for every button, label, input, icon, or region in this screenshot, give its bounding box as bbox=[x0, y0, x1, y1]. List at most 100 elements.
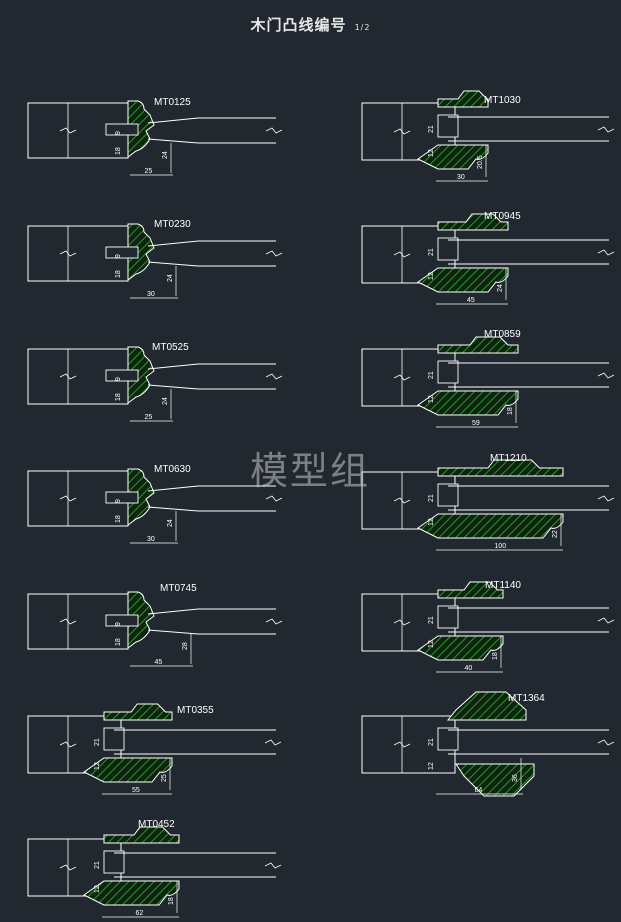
tongue-slot bbox=[105, 369, 139, 382]
profile-code-label: MT0355 bbox=[177, 705, 214, 716]
dimension-label: 22 bbox=[552, 530, 559, 538]
tongue-slot bbox=[105, 491, 139, 504]
title-page-fraction: 1/2 bbox=[354, 23, 371, 32]
dimension-label: 18 bbox=[492, 652, 499, 660]
dimension-label: 21 bbox=[428, 371, 435, 379]
break-symbol bbox=[393, 619, 411, 626]
break-symbol bbox=[265, 495, 283, 502]
dimension-label: 9 bbox=[115, 131, 122, 135]
tongue-slot bbox=[105, 123, 139, 136]
profile-code-label: MT1210 bbox=[490, 453, 527, 464]
moulding-profile bbox=[417, 336, 519, 416]
dimension-label: 24 bbox=[167, 519, 174, 527]
dimension-label: 25 bbox=[145, 414, 153, 421]
watermark: 模型组 bbox=[250, 449, 371, 493]
dimension-label: 9 bbox=[115, 622, 122, 626]
dimension-label: 45 bbox=[467, 297, 475, 304]
dimension-label: 12 bbox=[428, 272, 435, 280]
dimension-label: 21 bbox=[428, 738, 435, 746]
dimension-label: 9 bbox=[115, 254, 122, 258]
panel-outline bbox=[114, 729, 276, 755]
dimension-label: 18 bbox=[507, 407, 514, 415]
break-symbol bbox=[393, 497, 411, 504]
panel-outline bbox=[147, 117, 276, 144]
dimension-label: 21 bbox=[94, 861, 101, 869]
break-symbol bbox=[59, 495, 77, 502]
dimension-label: 9 bbox=[115, 499, 122, 503]
tongue-slot bbox=[103, 727, 125, 751]
panel-outline bbox=[448, 116, 609, 142]
moulding-profile bbox=[127, 591, 155, 649]
profile-code-label: MT1030 bbox=[484, 95, 521, 106]
dimension-label: 28 bbox=[182, 642, 189, 650]
dimension-label: 21 bbox=[94, 738, 101, 746]
break-symbol bbox=[264, 739, 282, 746]
dimension-label: 24 bbox=[497, 284, 504, 292]
dimension-label: 18 bbox=[115, 147, 122, 155]
dimension-label: 18 bbox=[115, 638, 122, 646]
dimension-label: 12 bbox=[428, 149, 435, 157]
dimension-label: 64 bbox=[475, 787, 483, 794]
panel-outline bbox=[448, 607, 609, 633]
dimension-label: 30 bbox=[457, 174, 465, 181]
profile-code-label: MT1140 bbox=[485, 580, 521, 591]
break-symbol bbox=[393, 128, 411, 135]
break-symbol bbox=[597, 739, 615, 746]
moulding-profile bbox=[127, 346, 155, 404]
panel-outline bbox=[448, 729, 609, 755]
break-symbol bbox=[59, 864, 77, 871]
dimension-label: 30 bbox=[147, 536, 155, 543]
dimension-label: 55 bbox=[132, 787, 140, 794]
moulding-profile bbox=[417, 90, 489, 170]
dimension-label: 24 bbox=[162, 151, 169, 159]
tongue-slot bbox=[437, 605, 459, 629]
panel-outline bbox=[448, 485, 609, 511]
profile-code-label: MT0452 bbox=[138, 819, 175, 830]
moulding-profile bbox=[417, 213, 509, 293]
break-symbol bbox=[59, 741, 77, 748]
tongue-slot bbox=[437, 727, 459, 751]
tongue-slot bbox=[105, 246, 139, 259]
moulding-profile bbox=[127, 100, 155, 158]
dimension-label: 12 bbox=[94, 885, 101, 893]
dimension-label: 12 bbox=[94, 762, 101, 770]
panel-outline bbox=[147, 240, 276, 267]
break-symbol bbox=[59, 618, 77, 625]
tongue-slot bbox=[437, 483, 459, 507]
tongue-slot bbox=[437, 237, 459, 261]
title-text: 木门凸线编号 bbox=[250, 16, 347, 34]
dimension-label: 25 bbox=[145, 168, 153, 175]
break-symbol bbox=[597, 495, 615, 502]
break-symbol bbox=[597, 249, 615, 256]
profile-code-label: MT0745 bbox=[160, 583, 197, 594]
dimension-label: 9 bbox=[115, 377, 122, 381]
profile-code-label: MT0859 bbox=[484, 329, 521, 340]
dimension-label: 59 bbox=[472, 420, 480, 427]
dimension-label: 24 bbox=[167, 274, 174, 282]
break-symbol bbox=[265, 373, 283, 380]
moulding-profile bbox=[417, 581, 504, 661]
moulding-profile bbox=[127, 468, 155, 526]
break-symbol bbox=[393, 741, 411, 748]
dimension-label: 18 bbox=[168, 897, 175, 905]
dimension-label: 18 bbox=[115, 515, 122, 523]
dimension-label: 36 bbox=[512, 774, 519, 782]
moulding-profile bbox=[127, 223, 155, 281]
dimension-label: 21 bbox=[428, 616, 435, 624]
break-symbol bbox=[59, 127, 77, 134]
panel-outline bbox=[147, 363, 276, 390]
dimension-label: 12 bbox=[428, 762, 435, 770]
dimension-label: 20.5 bbox=[477, 155, 484, 169]
break-symbol bbox=[597, 372, 615, 379]
tongue-slot bbox=[437, 360, 459, 384]
